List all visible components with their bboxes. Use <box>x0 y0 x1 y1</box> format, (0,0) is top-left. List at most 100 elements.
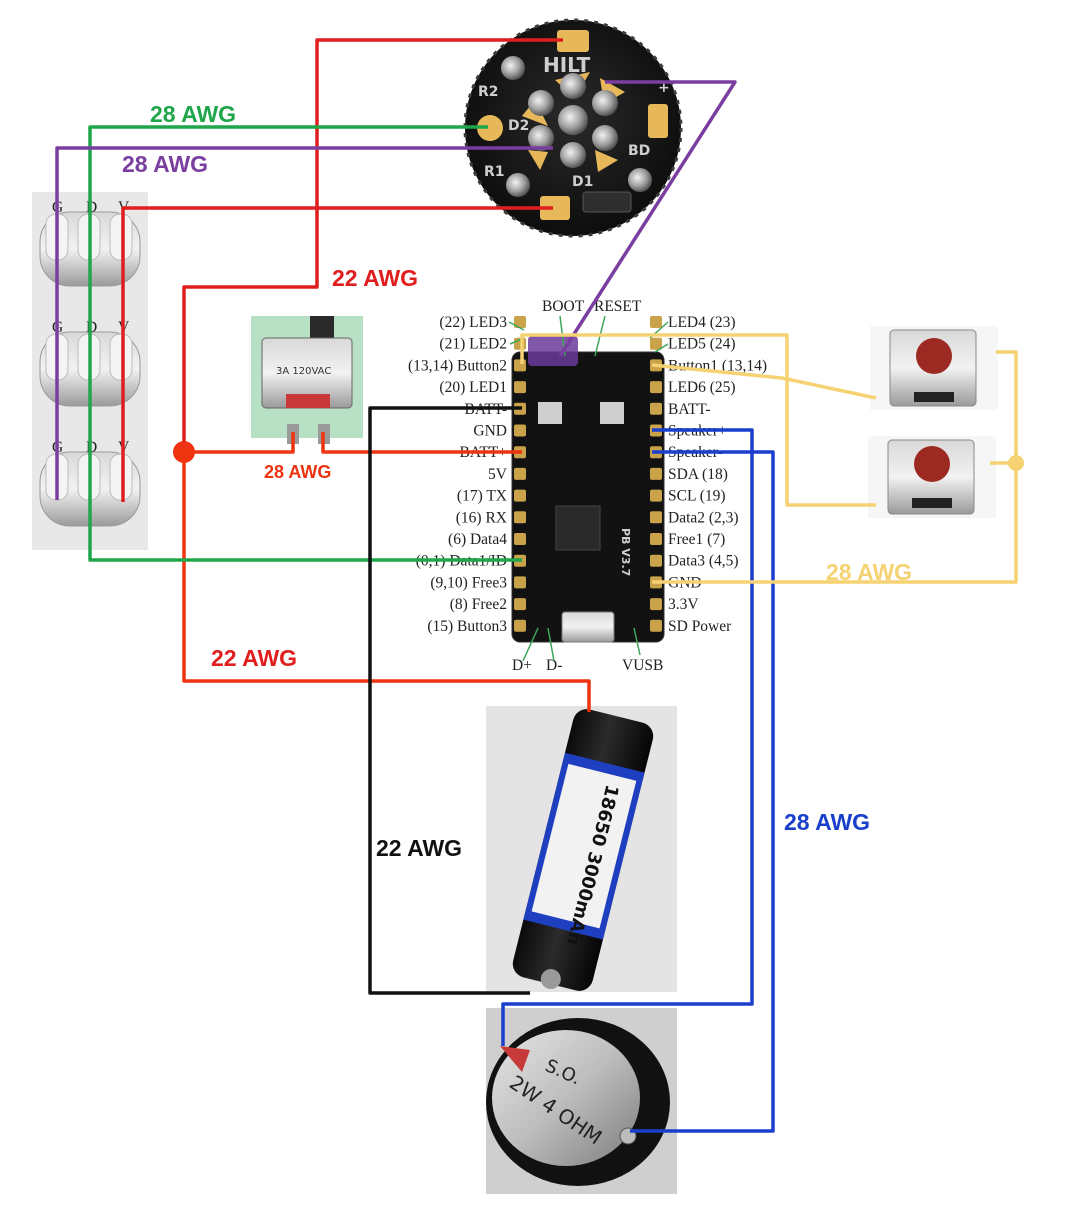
board-right-pin-label: Data2 (2,3) <box>668 509 739 526</box>
wire-red-battplus <box>321 432 522 454</box>
hilt-silk-bd: BD <box>628 143 650 159</box>
board-body <box>511 351 665 643</box>
label-22awg-red-top: 22 AWG <box>332 265 418 291</box>
board-pad-right <box>650 619 662 632</box>
board-right-pin-label: SD Power <box>668 618 732 635</box>
board-right-pin-label: LED5 (24) <box>668 336 736 353</box>
reset-label: RESET <box>594 298 642 315</box>
hilt-tri-pad <box>595 150 618 172</box>
hilt-title: HILT <box>543 53 591 77</box>
board-pad-right <box>650 467 662 480</box>
board-pad-right <box>650 402 662 415</box>
board-left-pin-labels: (22) LED3(21) LED2(13,14) Button2(20) LE… <box>408 314 508 635</box>
hilt-silk-r1: R1 <box>484 164 505 180</box>
hilt-pad-bottom <box>540 196 570 220</box>
board-left-pin-label: (13,14) Button2 <box>408 357 507 374</box>
board-pad-left <box>514 316 526 328</box>
hilt-diode <box>582 191 632 213</box>
hilt-pad-d2 <box>477 115 503 141</box>
dminus-label: D- <box>546 657 562 674</box>
hilt-mount-screw <box>501 56 525 80</box>
hilt-pcb-edge <box>463 18 683 238</box>
board-pad-left <box>514 619 526 632</box>
label-22awg-red-bottom: 22 AWG <box>211 645 297 671</box>
board-left-pin-label: (6) Data4 <box>448 531 507 548</box>
board-pad-right <box>650 554 662 567</box>
speaker-terminal-red <box>500 1046 530 1072</box>
usb-port <box>561 611 615 643</box>
speaker: S.O. 2W 4 OHM <box>486 1008 677 1194</box>
board-left-pin-label: (8) Free2 <box>450 596 507 613</box>
board-right-pin-label: LED6 (25) <box>668 379 736 396</box>
board-right-pin-label: SCL (19) <box>668 488 726 505</box>
battery-label-white <box>531 763 637 929</box>
board-right-pin-label: SDA (18) <box>668 466 728 483</box>
switch-base <box>286 394 330 408</box>
board-boot-reset-buttons <box>528 336 578 366</box>
board-pad-right <box>650 337 662 350</box>
hilt-pcb: HILT R2 D2 R1 D1 BD + <box>463 18 683 238</box>
board-pad-left <box>514 576 526 589</box>
wire-yellow-button1 <box>651 363 877 400</box>
hilt-silk-r2: R2 <box>478 84 499 100</box>
wire-red-battery <box>182 452 591 712</box>
board-left-pin-label: (15) Button3 <box>427 618 507 635</box>
boot-label: BOOT <box>542 298 585 315</box>
hilt-mount-screw <box>506 173 530 197</box>
board-left-pin-label: (20) LED1 <box>439 379 507 396</box>
board-left-pin-label: 5V <box>488 466 508 483</box>
label-28awg-yellow: 28 AWG <box>826 559 912 585</box>
board-left-pin-label: (9,10) Free3 <box>430 574 507 591</box>
board-silkscreen: PB V3.7 <box>619 528 632 576</box>
board-pad-left <box>514 424 526 437</box>
hilt-center-led <box>558 105 588 135</box>
hilt-silk-d1: D1 <box>572 174 593 190</box>
hilt-led <box>592 90 618 116</box>
mcu-chip <box>555 505 601 551</box>
button-top-base <box>914 392 954 402</box>
board-pad-left <box>514 533 526 545</box>
board-pad-right <box>650 598 662 611</box>
label-28awg-green: 28 AWG <box>150 101 236 127</box>
wire-green-data <box>88 125 522 562</box>
label-28awg-purple: 28 AWG <box>122 151 208 177</box>
board-left-pin-label: GND <box>473 423 507 440</box>
button-top-cap <box>916 338 952 374</box>
hilt-led <box>528 90 554 116</box>
board-pad-left <box>514 511 526 524</box>
slide-switch: 3A 120VAC <box>251 316 363 444</box>
wire-yellow-button2 <box>520 333 876 507</box>
wire-purple-board <box>558 80 737 357</box>
hilt-tri-pad <box>528 150 548 170</box>
wire-purple-led-g <box>55 146 553 500</box>
label-28awg-switch: 28 AWG <box>264 462 331 482</box>
red-wire-junction <box>173 441 195 463</box>
board-right-pin-label: BATT- <box>668 401 711 418</box>
board-pad-right <box>650 381 662 394</box>
hilt-mount-screw <box>628 168 652 192</box>
hilt-silk-d2: D2 <box>508 118 529 134</box>
board-right-pin-label: LED4 (23) <box>668 314 736 331</box>
board-left-pin-label: (17) TX <box>457 488 507 505</box>
board-pad-right <box>650 533 662 545</box>
label-22awg-black: 22 AWG <box>376 835 462 861</box>
hilt-led <box>560 73 586 99</box>
led-connector-pin <box>109 453 133 501</box>
boot-button <box>538 402 562 424</box>
board-pad-left <box>514 489 526 502</box>
button-bottom-base <box>912 498 952 508</box>
led-connector-pin <box>109 333 133 381</box>
hilt-led <box>560 142 586 168</box>
wire-blue-speaker-minus <box>630 450 775 1133</box>
board-pad-left <box>514 467 526 480</box>
board-right-pin-label: Free1 (7) <box>668 531 725 548</box>
board-pad-right <box>650 316 662 328</box>
wire-red-switch <box>184 432 295 454</box>
battery-terminal <box>540 969 561 990</box>
hilt-led <box>592 125 618 151</box>
label-28awg-blue: 28 AWG <box>784 809 870 835</box>
board-right-pin-label: 3.3V <box>668 596 699 613</box>
wire-red-led-v <box>121 206 553 502</box>
board-pad-right <box>650 511 662 524</box>
board-pad-left <box>514 598 526 611</box>
